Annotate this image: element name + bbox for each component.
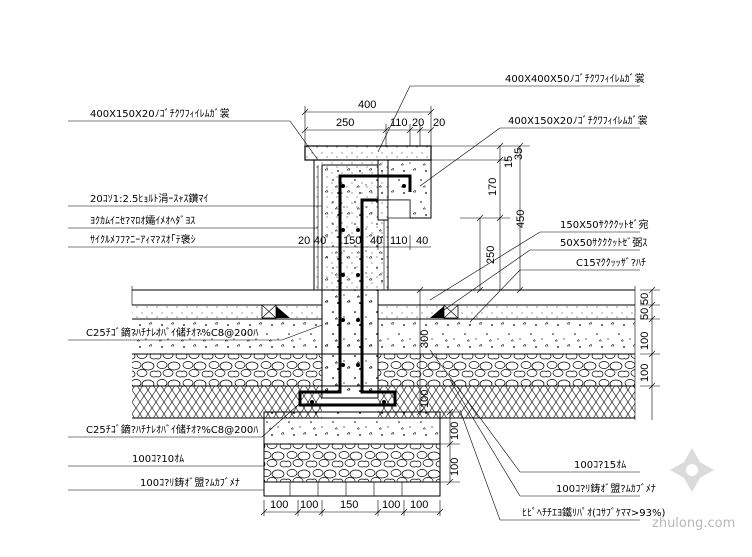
label-mortar: 20ｺｿ1:2.5ﾋｮﾙﾄ涓ｰｽｬｽ鑽ﾏｲ <box>90 192 208 205</box>
dim-v100c: 100 <box>449 458 461 476</box>
dim-r50b: 50 <box>639 308 651 320</box>
label-c25-bottom: C25ﾁｺﾞ鏑?ﾊﾁﾅﾚｵﾊﾞｲ储ﾁｵ?%C8@200ﾊ <box>86 423 258 436</box>
label-left-100-2: 100ｺ?ﾘ鋳ｵﾞ盟?ﾑｶﾌﾞﾒﾅ <box>140 476 240 489</box>
label-top-cap: 400X400X50ﾉｺﾞﾁｸﾜﾌｨｲﾚﾑｶﾞ裳 <box>505 73 645 85</box>
bottom-dimensions <box>260 500 444 516</box>
dim-20b: 20 <box>433 117 445 129</box>
footing-vertical-dimensions <box>416 286 460 486</box>
dim-mid-40a: 40 <box>314 235 326 247</box>
wall-column <box>298 145 432 407</box>
mid-dimensions <box>298 235 431 250</box>
dim-mid-20: 20 <box>298 235 310 247</box>
dim-15: 15 <box>503 156 515 168</box>
label-strip-50: 50X50ｻｸｸｸｯﾄｾﾞ弼ｽ <box>560 237 647 249</box>
label-left-block: 400X150X20ﾉｺﾞﾁｸﾜﾌｨｲﾚﾑｶﾞ裳 <box>90 108 230 120</box>
watermark-logo-icon <box>670 448 714 492</box>
paving-layers <box>131 286 636 420</box>
dim-v100b: 100 <box>449 422 461 440</box>
dim-400: 400 <box>358 99 376 111</box>
label-note3: ｻｲｸﾙﾒﾌﾌ?ﾆｰｱｨﾏ?ｽｵ｢ﾃ褒ｼ <box>90 233 196 246</box>
label-strip-150: 150X50ｻｸｸｸｯﾄｾﾞ宛 <box>560 218 649 231</box>
label-c25-top: C25ﾁｺﾞ鏑?ﾊﾁﾅﾚｵﾊﾞｲ储ﾁｵ?%C8@200ﾊ <box>86 326 258 339</box>
dim-mid-40b: 40 <box>370 235 382 247</box>
dim-110: 110 <box>390 117 408 129</box>
label-right-bottom: ﾋﾋﾟﾍﾁﾁｴﾖ鐵ﾘﾊﾟｵ(ｺｻﾌﾞｹﾏﾏ>93%) <box>522 506 666 519</box>
label-right-block: 400X150X20ﾉｺﾞﾁｸﾜﾌｨｲﾚﾑｶﾞ裳 <box>508 115 648 127</box>
dim-v100a: 100 <box>419 390 431 408</box>
dim-b100d: 100 <box>410 499 428 511</box>
dim-r100a: 100 <box>639 332 651 350</box>
dim-35: 35 <box>513 148 525 160</box>
top-dimensions <box>301 106 435 146</box>
dim-v300: 300 <box>419 330 431 348</box>
dim-b100b: 100 <box>300 499 318 511</box>
dim-b100a: 100 <box>270 499 288 511</box>
watermark-text: zhulong.com <box>652 516 735 531</box>
dim-250v: 250 <box>485 246 497 264</box>
watermark: zhulong.com <box>652 448 735 531</box>
label-left-100-1: 100ｺ?10ｵﾑ <box>132 453 184 465</box>
dim-mid-40c: 40 <box>416 235 428 247</box>
dim-450: 450 <box>515 210 527 228</box>
leader-lines <box>68 85 640 521</box>
dim-mid-150: 150 <box>343 235 361 247</box>
label-c15: C15ﾏｸｸｯｯｻﾞ?ﾊﾁ <box>576 257 646 269</box>
dim-r100b: 100 <box>639 364 651 382</box>
dim-250: 250 <box>336 117 354 129</box>
footing <box>263 411 441 497</box>
dim-mid-110: 110 <box>390 235 408 247</box>
dim-b100c: 100 <box>382 499 400 511</box>
dimension-values: 400 250 110 20 20 15 35 170 450 250 20 4… <box>270 99 651 511</box>
layer-dimensions <box>640 286 660 420</box>
dim-170: 170 <box>487 178 499 196</box>
label-right-100-2: 100ｺ?ﾘ鋳ｵﾞ盟?ﾑｶﾌﾞﾒﾅ <box>556 482 656 495</box>
right-vertical-dimensions <box>431 142 530 294</box>
annotation-labels: 400X400X50ﾉｺﾞﾁｸﾜﾌｨｲﾚﾑｶﾞ裳 400X150X20ﾉｺﾞﾁｸ… <box>86 73 666 519</box>
dim-r50a: 50 <box>639 293 651 305</box>
label-note2: ﾖｸｶﾑｲﾆｾ?ﾏﾛｵ孀ｲﾒｵﾍﾀﾞﾖｽ <box>90 214 195 227</box>
label-right-100-1: 100ｺ?15ｵﾑ <box>574 459 626 471</box>
dim-b150: 150 <box>340 499 358 511</box>
dim-20a: 20 <box>412 117 424 129</box>
